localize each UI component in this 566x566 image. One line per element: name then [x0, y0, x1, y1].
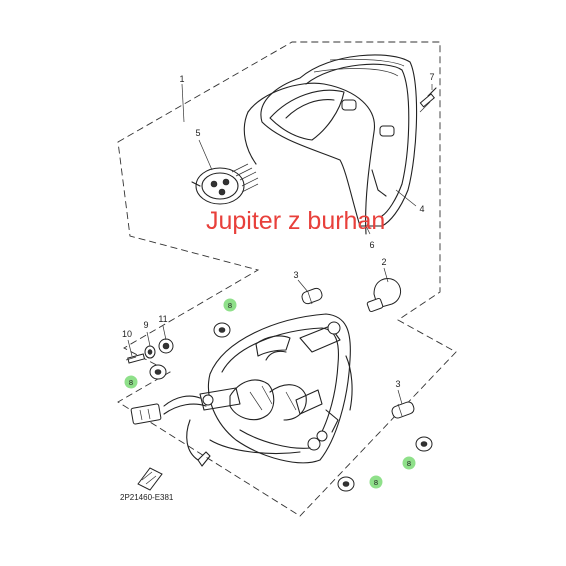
callout-8b: 8 — [124, 375, 138, 389]
wire-connector — [130, 403, 162, 425]
callout-8c: 8 — [402, 456, 416, 470]
headlight-lens-assembly — [260, 54, 418, 227]
callout-11: 11 — [158, 314, 167, 324]
headlight-housing — [199, 313, 353, 464]
svg-text:8: 8 — [407, 459, 411, 468]
callout-7: 7 — [429, 72, 434, 82]
callout-1: 1 — [179, 74, 184, 84]
watermark-text: Jupiter z burhan — [206, 207, 385, 235]
callout-10: 10 — [122, 329, 132, 339]
callout-9: 9 — [143, 320, 148, 330]
grommet-8d — [337, 476, 355, 492]
screw-7 — [419, 87, 437, 113]
washer-9 — [144, 345, 156, 359]
position-bulb-3b — [391, 401, 415, 419]
callout-6: 6 — [369, 240, 374, 250]
bolt-10 — [125, 353, 146, 364]
leader-lines — [127, 83, 433, 405]
drawing-code: 2P21460-E381 — [120, 493, 174, 502]
callout-labels: 1 2 3 3 4 5 6 7 9 10 11 — [122, 72, 435, 389]
seal-cord — [243, 82, 375, 235]
highlighted-callouts: 8 8 8 8 — [124, 298, 416, 489]
collar-11 — [158, 338, 174, 354]
wire-harness — [130, 395, 301, 467]
callout-2: 2 — [381, 257, 386, 267]
callout-3b: 3 — [395, 379, 400, 389]
grommet-8a — [213, 322, 231, 338]
svg-text:8: 8 — [129, 378, 133, 387]
callout-8d: 8 — [369, 475, 383, 489]
grommet-8c — [415, 436, 433, 452]
bulb-cover — [191, 163, 259, 205]
assembly-boundary — [117, 41, 457, 517]
grommet-8b — [149, 364, 167, 380]
position-bulb-3a — [301, 287, 323, 305]
callout-4: 4 — [419, 204, 424, 214]
callout-5: 5 — [195, 128, 200, 138]
mounting-tab — [379, 125, 395, 137]
callout-3a: 3 — [293, 270, 298, 280]
front-arrow-icon — [137, 467, 163, 491]
bulb — [366, 278, 401, 313]
svg-text:8: 8 — [228, 301, 232, 310]
callout-8a: 8 — [223, 298, 237, 312]
mounting-tab — [341, 99, 357, 111]
svg-text:8: 8 — [374, 478, 378, 487]
